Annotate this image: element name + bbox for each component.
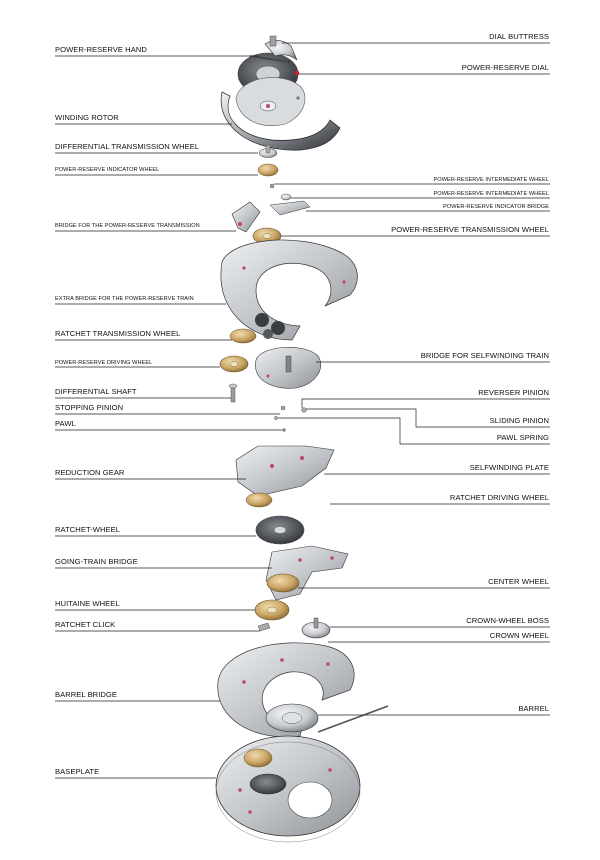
label-huitaine-wheel: HUITAINE WHEEL xyxy=(55,599,120,608)
power-reserve-hand-part xyxy=(249,55,291,63)
crown-wheel-part xyxy=(301,617,331,639)
leader-sliding-pinion xyxy=(306,408,550,428)
label-going-train-bridge: GOING-TRAIN BRIDGE xyxy=(55,557,138,566)
leader-reverser-pinion xyxy=(301,398,550,408)
label-power-reserve-dial: POWER-RESERVE DIAL xyxy=(462,63,549,72)
label-power-reserve-driving-wheel: POWER-RESERVE DRIVING WHEEL xyxy=(55,360,152,366)
ratchet-click-part xyxy=(257,622,271,632)
label-baseplate: BASEPLATE xyxy=(55,767,99,776)
huitaine-wheel-part xyxy=(254,599,290,621)
label-differential-shaft: DIFFERENTIAL SHAFT xyxy=(55,387,137,396)
power-reserve-indicator-wheel-part xyxy=(257,163,279,177)
label-reverser-pinion: REVERSER PINION xyxy=(478,388,549,397)
label-extra-bridge-power-reserve-train: EXTRA BRIDGE FOR THE POWER-RESERVE TRAIN xyxy=(55,296,194,302)
label-crown-wheel: CROWN WHEEL xyxy=(490,631,549,640)
label-bridge-power-reserve-transmission: BRIDGE FOR THE POWER-RESERVE TRANSMISSIO… xyxy=(55,223,200,229)
power-reserve-intermediate-wheels-part xyxy=(269,183,311,216)
label-dial-buttress: DIAL BUTTRESS xyxy=(489,32,549,41)
center-wheel-part xyxy=(266,573,300,593)
label-power-reserve-intermediate-wheel-2: POWER-RESERVE INTERMEDIATE WHEEL xyxy=(434,191,549,197)
label-ratchet-wheel: RATCHET-WHEEL xyxy=(55,525,120,534)
bridge-selfwinding-train-part xyxy=(255,346,322,389)
label-center-wheel: CENTER WHEEL xyxy=(488,577,549,586)
leader-lines xyxy=(55,42,550,779)
ratchet-wheel-part xyxy=(255,515,305,545)
baseplate-part xyxy=(215,735,361,843)
label-pawl: PAWL xyxy=(55,419,76,428)
selfwinding-plate-part xyxy=(235,445,335,497)
extra-bridge-hex-pattern xyxy=(255,313,285,339)
label-power-reserve-intermediate-wheel-1: POWER-RESERVE INTERMEDIATE WHEEL xyxy=(434,177,549,183)
differential-shaft-part xyxy=(228,383,238,403)
leader-pawl-spring xyxy=(278,417,550,445)
label-differential-transmission-wheel: DIFFERENTIAL TRANSMISSION WHEEL xyxy=(55,142,199,151)
labels-left: POWER-RESERVE HAND WINDING ROTOR DIFFERE… xyxy=(55,45,200,776)
stopping-and-sliding-pinions-part xyxy=(274,405,307,432)
winding-rotor-part xyxy=(220,77,341,151)
bridge-power-reserve-transmission-part xyxy=(231,201,261,233)
label-power-reserve-hand: POWER-RESERVE HAND xyxy=(55,45,147,54)
differential-transmission-wheel-part xyxy=(258,144,278,158)
label-winding-rotor: WINDING ROTOR xyxy=(55,113,119,122)
dial-buttress-part xyxy=(264,35,298,61)
label-selfwinding-plate: SELFWINDING PLATE xyxy=(470,463,549,472)
labels-right: DIAL BUTTRESS POWER-RESERVE DIAL POWER-R… xyxy=(391,32,549,713)
label-power-reserve-transmission-wheel: POWER-RESERVE TRANSMISSION WHEEL xyxy=(391,225,549,234)
reduction-gear-part xyxy=(245,492,273,508)
extra-bridge-power-reserve-train-part xyxy=(220,239,358,341)
label-barrel-bridge: BARREL BRIDGE xyxy=(55,690,117,699)
label-barrel: BARREL xyxy=(518,704,549,713)
label-pawl-spring: PAWL SPRING xyxy=(497,433,549,442)
label-bridge-selfwinding-train: BRIDGE FOR SELFWINDING TRAIN xyxy=(421,351,549,360)
power-reserve-driving-wheel-part xyxy=(219,355,249,373)
label-crown-wheel-boss: CROWN-WHEEL BOSS xyxy=(466,616,549,625)
label-ratchet-transmission-wheel: RATCHET TRANSMISSION WHEEL xyxy=(55,329,180,338)
label-ratchet-driving-wheel: RATCHET DRIVING WHEEL xyxy=(450,493,549,502)
label-power-reserve-indicator-bridge: POWER-RESERVE INDICATOR BRIDGE xyxy=(443,204,549,210)
label-reduction-gear: REDUCTION GEAR xyxy=(55,468,125,477)
label-power-reserve-indicator-wheel: POWER-RESERVE INDICATOR WHEEL xyxy=(55,167,159,173)
ratchet-transmission-wheel-part xyxy=(229,328,257,344)
barrel-part xyxy=(265,703,389,733)
label-sliding-pinion: SLIDING PINION xyxy=(490,416,549,425)
label-ratchet-click: RATCHET CLICK xyxy=(55,620,115,629)
label-stopping-pinion: STOPPING PINION xyxy=(55,403,123,412)
